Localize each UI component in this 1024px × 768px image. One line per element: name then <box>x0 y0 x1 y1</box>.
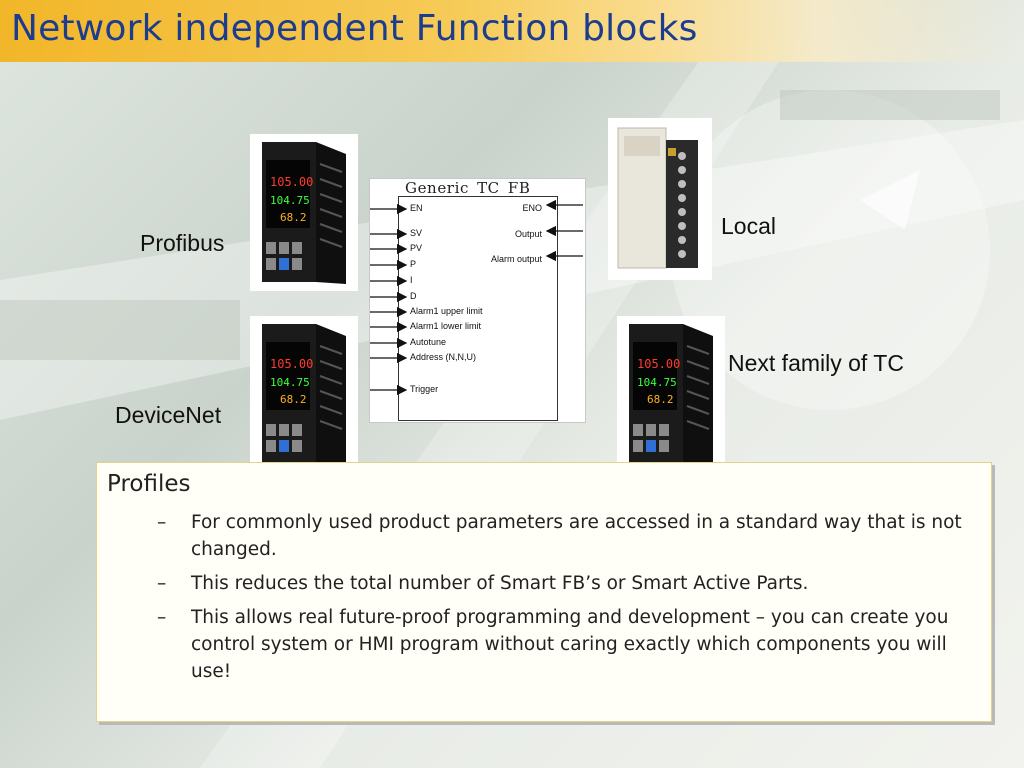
bullet-dash: – <box>157 607 167 628</box>
function-block-body <box>398 196 558 421</box>
label-devicenet: DeviceNet <box>115 402 222 428</box>
bullet-text: This allows real future-proof programmin… <box>191 607 949 682</box>
fb-input-autotune: Autotune <box>410 337 447 347</box>
bullet-text: For commonly used product parameters are… <box>191 512 962 560</box>
fb-input-en: EN <box>410 203 423 213</box>
fb-input-alarm1-upper: Alarm1 upper limit <box>410 306 483 316</box>
mv-readout: 68.2 <box>647 393 674 406</box>
bullet-text: This reduces the total number of Smart F… <box>191 573 809 594</box>
bullet-dash: – <box>157 573 167 594</box>
label-next-family: Next family of TC <box>728 350 904 376</box>
fb-input-alarm1-lower: Alarm1 lower limit <box>410 321 482 331</box>
temperature-controller-image-next-family: 105.00 104.75 68.2 <box>617 316 725 473</box>
sv-readout: 104.75 <box>270 376 310 389</box>
fb-output-output: Output <box>514 229 542 239</box>
pv-readout: 105.00 <box>270 357 313 371</box>
profiles-bullet-list: – For commonly used product parameters a… <box>157 509 979 692</box>
fb-input-pv: PV <box>410 243 423 253</box>
pv-readout: 105.00 <box>637 357 680 371</box>
fb-output-eno: ENO <box>522 203 542 213</box>
sv-readout: 104.75 <box>270 194 310 207</box>
local-io-unit-image <box>608 118 712 280</box>
fb-input-sv: SV <box>410 228 423 238</box>
function-block-name: Generic_TC_FB <box>405 179 531 197</box>
profiles-heading: Profiles <box>107 471 191 497</box>
fb-input-i: I <box>410 275 413 285</box>
fb-output-alarm: Alarm output <box>490 254 542 264</box>
label-profibus: Profibus <box>140 230 225 256</box>
temperature-controller-image-devicenet: 105.00 104.75 68.2 <box>250 316 358 473</box>
fb-input-d: D <box>410 291 417 301</box>
pv-readout: 105.00 <box>270 175 313 189</box>
bullet-dash: – <box>157 512 167 533</box>
fb-input-address: Address (N,N,U) <box>410 352 477 362</box>
fb-input-trigger: Trigger <box>410 384 439 394</box>
sv-readout: 104.75 <box>637 376 677 389</box>
label-local: Local <box>721 213 776 239</box>
slide-title: Network independent Function blocks <box>11 8 698 49</box>
bullet-item: – This reduces the total number of Smart… <box>157 570 979 597</box>
mv-readout: 68.2 <box>280 211 307 224</box>
profiles-text-box: Profiles – For commonly used product par… <box>96 462 992 722</box>
bullet-item: – For commonly used product parameters a… <box>157 509 979 563</box>
bullet-item: – This allows real future-proof programm… <box>157 604 979 685</box>
temperature-controller-image-profibus: 105.00 104.75 68.2 <box>250 134 358 291</box>
mv-readout: 68.2 <box>280 393 307 406</box>
fb-input-p: P <box>410 259 417 269</box>
title-bar <box>0 0 1024 62</box>
